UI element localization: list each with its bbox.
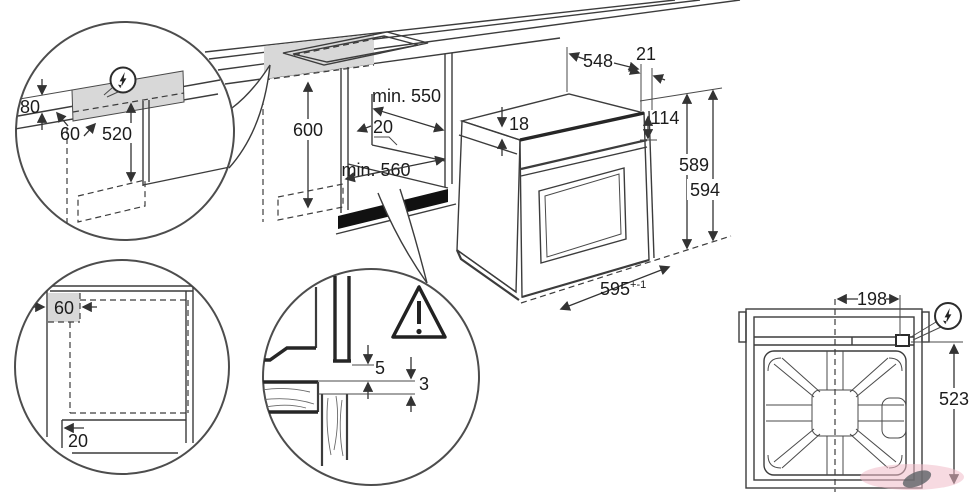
callout-pointer-gap bbox=[377, 188, 428, 284]
dim-520: 520 bbox=[102, 124, 132, 144]
cooktop-cutout bbox=[282, 31, 429, 66]
mains-terminal-box bbox=[895, 334, 910, 347]
cabinet-structure bbox=[262, 53, 453, 222]
dim-595-tolerance: +-1 bbox=[630, 279, 646, 291]
main-cabinet-view: 600 min. 550 20 min. 560 bbox=[204, 0, 741, 284]
oven-dimensions: 548 21 18 114 589 594 595+-1 bbox=[496, 44, 723, 311]
dim-20-side: 20 bbox=[68, 431, 88, 451]
control-panel-edge bbox=[520, 138, 648, 171]
dim-5: 5 bbox=[375, 358, 385, 378]
detail-circle-gap-section bbox=[262, 268, 480, 486]
detail-gap-section-content: 5 3 bbox=[263, 276, 447, 466]
dim-114: 114 bbox=[651, 108, 680, 128]
oven-door-window bbox=[538, 167, 627, 264]
counter-edge-shaded-zone bbox=[264, 34, 374, 79]
oven-side-panel bbox=[456, 120, 521, 294]
dim-198: 198 bbox=[857, 289, 887, 309]
detail-side-view-content: 60 20 bbox=[24, 285, 194, 454]
cabinet-dimensions: 600 min. 550 20 min. 560 bbox=[291, 81, 446, 209]
dim-18: 18 bbox=[509, 114, 529, 134]
dim-595-value: 595 bbox=[600, 279, 630, 299]
dim-20: 20 bbox=[373, 117, 393, 137]
oven-rear-view: 198 523 bbox=[738, 289, 970, 492]
hidden-oven-outline bbox=[69, 299, 189, 414]
dim-3: 3 bbox=[419, 374, 429, 394]
electrical-zone-box bbox=[72, 71, 184, 121]
callout-pointer-electrical bbox=[228, 64, 271, 169]
dim-60-top: 60 bbox=[60, 124, 80, 144]
rear-panel-ribs bbox=[766, 351, 907, 475]
dim-548: 548 bbox=[583, 51, 613, 71]
dim-589: 589 bbox=[679, 155, 709, 175]
watermark-artifact bbox=[860, 464, 964, 490]
oven-isometric-view: 548 21 18 114 589 594 595+-1 bbox=[455, 44, 732, 311]
front-frame-profile bbox=[263, 276, 351, 363]
cabinet-wood-section bbox=[320, 394, 349, 466]
shaded-zone-dashed-edge bbox=[263, 64, 375, 81]
dim-21: 21 bbox=[636, 44, 656, 64]
dim-80: 80 bbox=[20, 97, 40, 117]
dim-min550: min. 550 bbox=[372, 86, 441, 106]
dim-523: 523 bbox=[939, 389, 969, 409]
dim-min560: min. 560 bbox=[341, 160, 410, 180]
detail-electrical-zone-content: 80 60 520 bbox=[16, 66, 231, 230]
dim-60-side: 60 bbox=[54, 298, 74, 318]
side-electrical-zone-box bbox=[48, 293, 80, 322]
hidden-shelf-outline bbox=[277, 183, 344, 221]
rear-electrical-connection-icon bbox=[910, 302, 962, 341]
dim-600: 600 bbox=[293, 120, 323, 140]
electrical-connection-icon bbox=[103, 66, 137, 98]
dim-595: 595+-1 bbox=[600, 279, 646, 299]
warning-triangle-icon bbox=[391, 285, 447, 339]
rear-dimensions: 198 523 bbox=[836, 289, 970, 485]
dim-594: 594 bbox=[690, 180, 720, 200]
